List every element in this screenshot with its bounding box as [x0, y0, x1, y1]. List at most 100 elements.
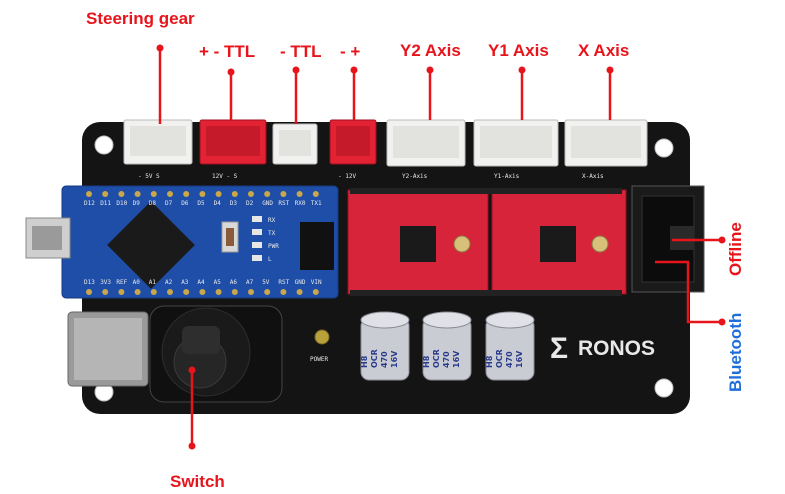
microcontroller-chip	[107, 201, 195, 289]
arduino-pin	[102, 191, 109, 197]
arduino-led-label: RX	[268, 217, 276, 224]
arduino-pin	[312, 191, 319, 197]
arduino-pin	[199, 191, 206, 197]
icsp-header	[300, 222, 334, 270]
x-axis-connector	[564, 119, 648, 167]
arduino-pin-label: A6	[230, 279, 238, 286]
capacitor-marking: H8	[422, 355, 431, 368]
capacitor-marking: H8	[485, 355, 494, 368]
arduino-led	[252, 255, 262, 261]
capacitor-marking: OCR	[370, 349, 379, 368]
arduino-pin-label: A5	[214, 279, 222, 286]
capacitor-marking: 16V	[390, 350, 399, 368]
capacitor-marking: OCR	[495, 349, 504, 368]
arduino-pin	[134, 289, 141, 295]
arduino-pin	[183, 289, 190, 295]
label-ttl-minus: - TTL	[280, 42, 322, 61]
arduino-pin-label: TX1	[311, 200, 322, 207]
arduino-pin-label: RX0	[295, 200, 306, 207]
arduino-pin-label: REF	[116, 279, 127, 286]
arduino-pin-label: D13	[84, 279, 95, 286]
arduino-pin-label: A0	[133, 279, 141, 286]
arduino-pin-label: 5V	[262, 279, 270, 286]
arduino-pin	[183, 191, 190, 197]
arduino-pin	[296, 289, 303, 295]
label-power: - +	[340, 42, 361, 61]
arduino-pin	[118, 289, 125, 295]
arduino-pin-label: D2	[246, 200, 254, 207]
arduino-pin-label: D4	[214, 200, 222, 207]
arduino-pin	[134, 191, 141, 197]
arduino-pin	[231, 289, 238, 295]
stepper-driver-y2	[347, 189, 489, 295]
mounting-hole	[94, 135, 114, 155]
power-silkscreen: - 12V	[338, 173, 356, 180]
arduino-led	[252, 216, 262, 222]
arduino-pin	[118, 191, 125, 197]
arduino-pin-label: GND	[295, 279, 306, 286]
arduino-pin	[280, 289, 287, 295]
arduino-pin-label: RST	[278, 279, 289, 286]
arduino-pin-label: D5	[197, 200, 205, 207]
arduino-led	[252, 229, 262, 235]
arduino-led-label: PWR	[268, 243, 279, 250]
arduino-pin	[86, 289, 92, 295]
arduino-pin	[150, 289, 157, 295]
arduino-pin	[102, 289, 109, 295]
arduino-pin-label: D12	[84, 200, 95, 207]
arduino-pin-label: D11	[100, 200, 111, 207]
arduino-pin-label: D3	[230, 200, 238, 207]
capacitor-marking: OCR	[432, 349, 441, 368]
arduino-pin	[167, 191, 173, 197]
arduino-pin	[280, 191, 287, 197]
arduino-pin	[86, 191, 92, 197]
arduino-pin	[199, 289, 206, 295]
arduino-pin-label: D6	[181, 200, 189, 207]
capacitor-marking: 470	[442, 351, 451, 368]
arduino-pin-label: D7	[165, 200, 173, 207]
x-silkscreen: X-Axis	[582, 173, 604, 180]
joystick-switch	[149, 305, 283, 403]
arduino-nano	[25, 185, 339, 299]
arduino-led	[252, 242, 262, 248]
label-ttl-plus-minus: + - TTL	[199, 42, 256, 61]
arduino-pin-label: A3	[181, 279, 189, 286]
label-offline: Offline	[726, 222, 745, 276]
label-x-axis: X Axis	[578, 41, 630, 60]
capacitor-marking: 470	[380, 351, 389, 368]
ttl-silkscreen: 12V - S	[212, 173, 238, 180]
arduino-pin-label: A1	[149, 279, 157, 286]
servo-connector	[123, 119, 193, 165]
cronos-logo: Ʃ	[550, 332, 568, 365]
capacitor-marking: H8	[360, 355, 369, 368]
arduino-pin-label: VIN	[311, 279, 322, 286]
servo-silkscreen: - 5V S	[138, 173, 160, 180]
svg-text:Ʃ: Ʃ	[550, 332, 568, 365]
y2-silkscreen: Y2-Axis	[402, 173, 428, 180]
stepper-driver-y1	[491, 189, 627, 295]
arduino-pin	[248, 191, 254, 197]
power-connector-red	[329, 119, 377, 165]
callout-lines	[158, 48, 722, 446]
label-y1-axis: Y1 Axis	[488, 41, 549, 60]
arduino-pin	[215, 191, 222, 197]
arduino-pin-label: 3V3	[100, 279, 111, 286]
arduino-pin-label: A2	[165, 279, 173, 286]
dc-jack	[67, 311, 149, 387]
arduino-pin-label: RST	[278, 200, 289, 207]
power-led-label: POWER	[310, 356, 328, 363]
arduino-led-label: L	[268, 256, 272, 263]
arduino-led-label: TX	[268, 230, 276, 237]
y2-axis-connector	[386, 119, 466, 167]
power-led	[314, 329, 330, 345]
arduino-pin	[248, 289, 254, 295]
arduino-pin	[312, 289, 319, 295]
capacitor-marking: 16V	[515, 350, 524, 368]
label-steering-gear: Steering gear	[86, 9, 195, 28]
y1-silkscreen: Y1-Axis	[494, 173, 520, 180]
label-bluetooth: Bluetooth	[726, 312, 745, 392]
capacitor-marking: 470	[505, 351, 514, 368]
arduino-pin-label: D9	[133, 200, 141, 207]
arduino-pin-label: D10	[116, 200, 127, 207]
arduino-pin-label: D8	[149, 200, 157, 207]
